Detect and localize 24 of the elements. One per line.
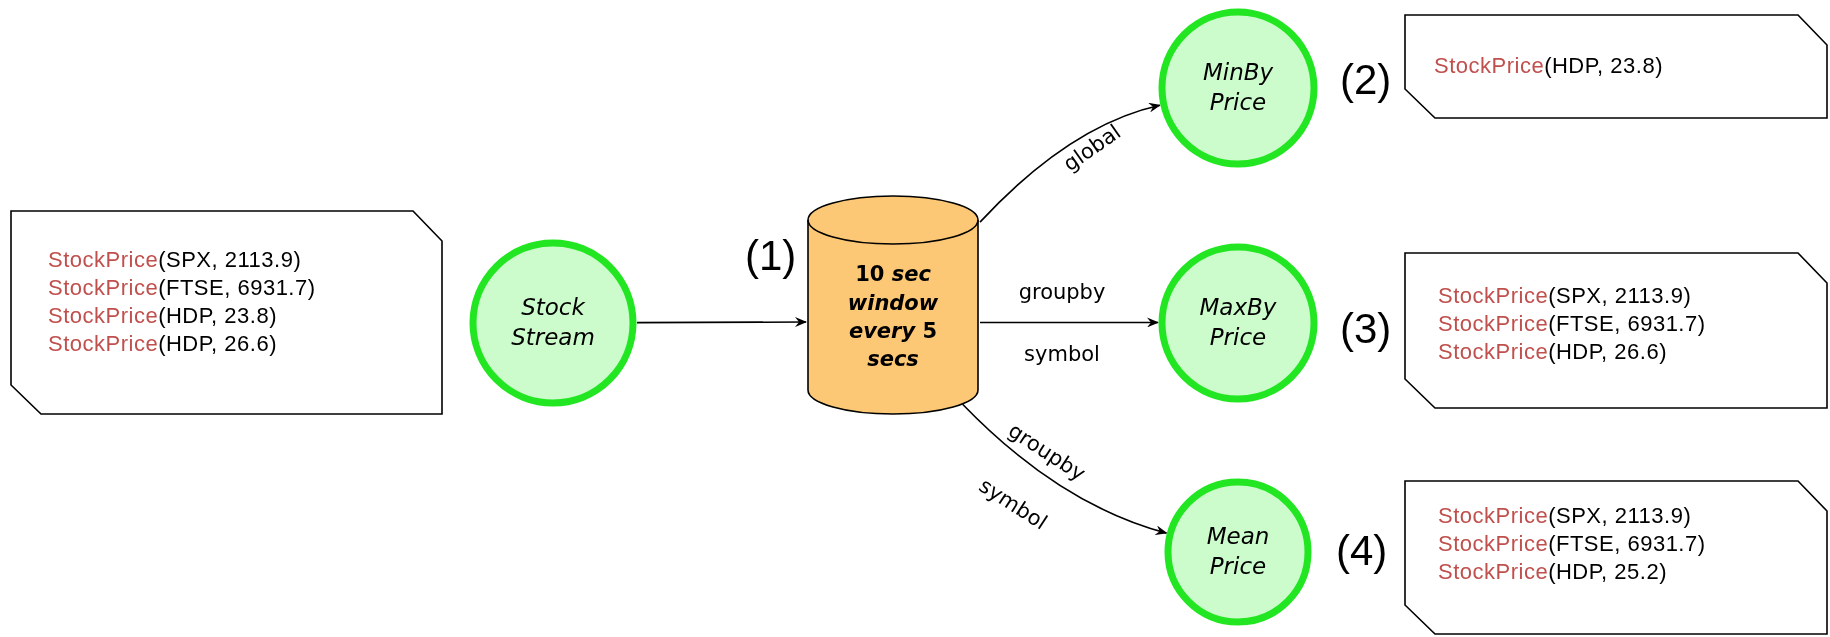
callout-number: (3) — [1340, 305, 1392, 353]
node-label: Mean Price — [1205, 522, 1271, 581]
code-line: StockPrice(HDP, 23.8) — [48, 302, 278, 330]
arrow — [636, 317, 807, 328]
callout-number: (2) — [1340, 56, 1392, 104]
code-line: StockPrice(HDP, 26.6) — [48, 330, 278, 358]
code-line: StockPrice(HDP, 25.2) — [1438, 558, 1668, 586]
arrow — [979, 103, 1161, 223]
code-line: StockPrice(HDP, 23.8) — [1434, 52, 1663, 80]
code-line: StockPrice(SPX, 2113.9) — [1438, 282, 1693, 310]
code-line: StockPrice(FTSE, 6931.7) — [1438, 530, 1706, 558]
code-line: StockPrice(FTSE, 6931.7) — [1438, 310, 1706, 338]
callout-number: (4) — [1336, 527, 1388, 575]
node-label: MinBy Price — [1201, 58, 1275, 117]
node-label: MaxBy Price — [1198, 293, 1278, 352]
node-label: Stock Stream — [510, 293, 596, 352]
code-line: StockPrice(SPX, 2113.9) — [48, 246, 303, 274]
code-line: StockPrice(HDP, 26.6) — [1438, 338, 1668, 366]
code-line: StockPrice(FTSE, 6931.7) — [48, 274, 316, 302]
callout-number: (1) — [745, 232, 797, 280]
arrow — [979, 317, 1159, 328]
node-label: 10 sec window every 5 secs — [846, 261, 940, 374]
code-line: StockPrice(SPX, 2113.9) — [1438, 502, 1693, 530]
arrow — [961, 403, 1168, 535]
